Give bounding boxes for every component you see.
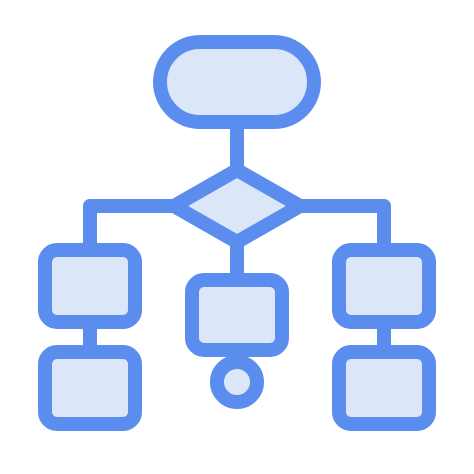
process-node-center [185, 273, 289, 357]
terminal-node [153, 35, 321, 129]
process-node-left-top [38, 243, 142, 329]
decision-node [167, 163, 307, 249]
process-node-right-bottom [332, 345, 436, 431]
connector-left [83, 199, 181, 257]
process-node-right-top [332, 243, 436, 329]
end-node [210, 355, 264, 409]
connector-right [293, 199, 391, 257]
process-node-left-bottom [38, 345, 142, 431]
